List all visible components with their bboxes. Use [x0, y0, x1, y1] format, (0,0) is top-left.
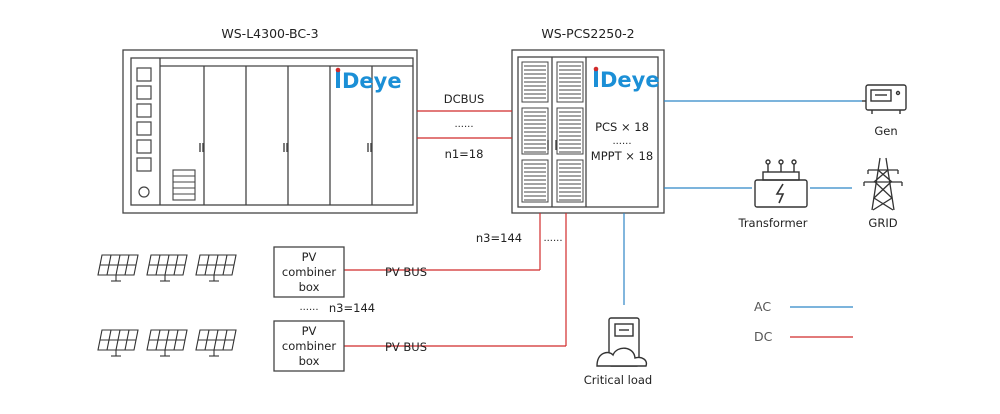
pcs-logo-mark — [594, 70, 598, 87]
solar-panel-icon — [146, 329, 188, 357]
pcs-vent-block — [521, 107, 549, 155]
battery-door-handles — [199, 143, 372, 152]
solar-panel-array — [97, 254, 237, 357]
legend-ac-label: AC — [754, 299, 771, 314]
pcs-title: WS-PCS2250-2 — [541, 26, 634, 41]
battery-title: WS-L4300-BC-3 — [221, 26, 318, 41]
combiner-bottom-line1: PV — [302, 324, 317, 338]
transformer-icon — [754, 159, 808, 208]
dcbus-dots: ...... — [454, 119, 473, 130]
pcs-vent-block — [556, 61, 584, 103]
pcs-logo: Deye — [593, 66, 660, 92]
battery-status-panel — [136, 67, 152, 198]
battery-logo-dot — [335, 67, 341, 73]
pv-dots-top: ...... — [543, 233, 562, 244]
combiner-bottom-line3: box — [299, 354, 320, 368]
combiner-bottom-line2: combiner — [282, 339, 336, 353]
solar-panel-icon — [195, 254, 237, 282]
solar-panel-icon — [97, 254, 139, 282]
critical-load-icon — [596, 317, 648, 367]
pv-dots-mid: ...... — [299, 302, 318, 313]
pcs-vent-block — [556, 159, 584, 203]
pv-combiner-box-bottom: PV combiner box — [273, 320, 345, 372]
pcs-vent-grilles — [521, 61, 584, 203]
pcs-logo-text: Deye — [600, 68, 660, 92]
pcs-vent-block — [521, 159, 549, 203]
gen-label: Gen — [874, 124, 897, 138]
battery-cabinet — [122, 49, 418, 214]
battery-vent-icon — [172, 169, 196, 201]
battery-logo-mark — [336, 71, 340, 88]
pv-combiner-box-top: PV combiner box — [273, 246, 345, 298]
pcs-door-handles — [547, 140, 557, 150]
grid-tower-icon — [863, 157, 903, 211]
transformer-label: Transformer — [737, 216, 807, 230]
pcs-vent-block — [521, 61, 549, 103]
solar-panel-icon — [146, 254, 188, 282]
solar-panel-icon — [195, 329, 237, 357]
solar-panel-icon — [97, 329, 139, 357]
legend-dc-label: DC — [754, 329, 773, 344]
combiner-top-line3: box — [299, 280, 320, 294]
pcs-logo-dot — [593, 66, 599, 72]
dcbus-label: DCBUS — [444, 92, 485, 106]
pcs-dots: ...... — [612, 136, 631, 147]
pv-count-mid: n3=144 — [329, 301, 375, 315]
critical-load-label: Critical load — [584, 373, 652, 387]
pv-bus-label-top: PV BUS — [385, 265, 427, 279]
grid-label: GRID — [868, 216, 897, 230]
combiner-top-line2: combiner — [282, 265, 336, 279]
mppt-count-label: MPPT × 18 — [591, 149, 653, 163]
pcs-count-label: PCS × 18 — [595, 120, 649, 134]
battery-logo: Deye — [335, 67, 402, 93]
legend: AC DC — [754, 299, 853, 344]
dcbus-count: n1=18 — [445, 147, 484, 161]
generator-icon — [862, 84, 907, 114]
pcs-vent-block — [556, 107, 584, 155]
pcs-cabinet — [511, 49, 665, 214]
pv-bus-label-bottom: PV BUS — [385, 340, 427, 354]
pv-count-top: n3=144 — [476, 231, 522, 245]
combiner-top-line1: PV — [302, 250, 317, 264]
battery-logo-text: Deye — [342, 69, 402, 93]
